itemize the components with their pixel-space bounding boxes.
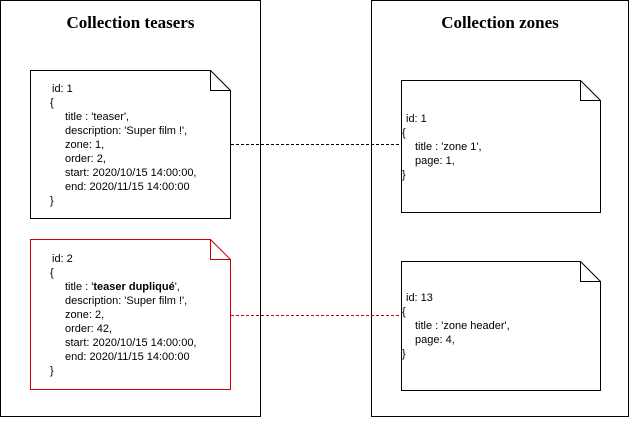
note-outline (30, 70, 231, 219)
note-text-line: title : 'zone 1', (415, 140, 482, 153)
note-text-line: zone: 1, (65, 138, 105, 151)
note-text-line: start: 2020/10/15 14:00:00, (65, 166, 197, 179)
note-text-line: title : 'zone header', (415, 320, 510, 332)
note-text-line: { (50, 266, 54, 279)
note-fold-icon (210, 70, 231, 91)
note-text-line: order: 2, (65, 152, 106, 165)
note-text-line: id: 1 (406, 112, 427, 125)
note-teaser-1-body: id: 1{ title : 'teaser',description: 'Sup… (30, 70, 225, 219)
note-text-line: id: 2 (52, 252, 73, 265)
note-outline (401, 261, 601, 391)
note-teaser-2[interactable]: id: 2{ title : 'teaser dupliqué',descript… (30, 239, 231, 390)
note-text-line: } (402, 348, 406, 360)
note-teaser-2-body: id: 2{ title : 'teaser dupliqué',descript… (30, 239, 225, 390)
note-zone-1-body: id: 1{ title : 'zone 1',page: 1,} (401, 80, 595, 213)
panel-title-teasers: Collection teasers (66, 13, 195, 32)
note-text-line: end: 2020/11/15 14:00:00 (65, 180, 190, 193)
note-zone-2[interactable]: id: 13{ title : 'zone header', page: 4,} (401, 261, 601, 391)
note-teaser-1[interactable]: id: 1{ title : 'teaser',description: 'Sup… (30, 70, 231, 219)
note-zone-1[interactable]: id: 1{ title : 'zone 1',page: 1,} (401, 80, 601, 213)
note-fold-icon (580, 261, 601, 282)
note-text-line: { (402, 126, 406, 139)
note-text-line: title : 'teaser', (65, 110, 130, 123)
note-outline (401, 80, 601, 213)
note-text-line: zone: 2, (65, 308, 105, 321)
note-fold-icon (580, 80, 601, 101)
note-text-line: { (402, 306, 406, 318)
note-text-line: id: 13 (406, 292, 433, 304)
note-fold-icon (210, 239, 231, 260)
note-text-line: order: 42, (65, 322, 113, 335)
note-text-line: start: 2020/10/15 14:00:00, (65, 336, 197, 349)
note-text-line: page: 4, (415, 334, 455, 346)
note-text-line: description: 'Super film !', (65, 124, 188, 137)
note-text-line: { (50, 96, 54, 109)
note-text-line: description: 'Super film !', (65, 294, 188, 307)
note-text-line: end: 2020/11/15 14:00:00 (65, 350, 190, 363)
note-text-line: page: 1, (415, 154, 455, 167)
note-text-line: id: 1 (52, 82, 73, 95)
note-text-line: } (50, 364, 54, 377)
note-text-line: } (402, 168, 406, 181)
panel-title-zones: Collection zones (441, 13, 559, 32)
note-text-line: title : 'teaser dupliqué', (65, 280, 180, 293)
note-text-line: } (50, 194, 54, 207)
note-outline (30, 239, 231, 390)
note-zone-2-body: id: 13{ title : 'zone header', page: 4,} (401, 261, 595, 391)
